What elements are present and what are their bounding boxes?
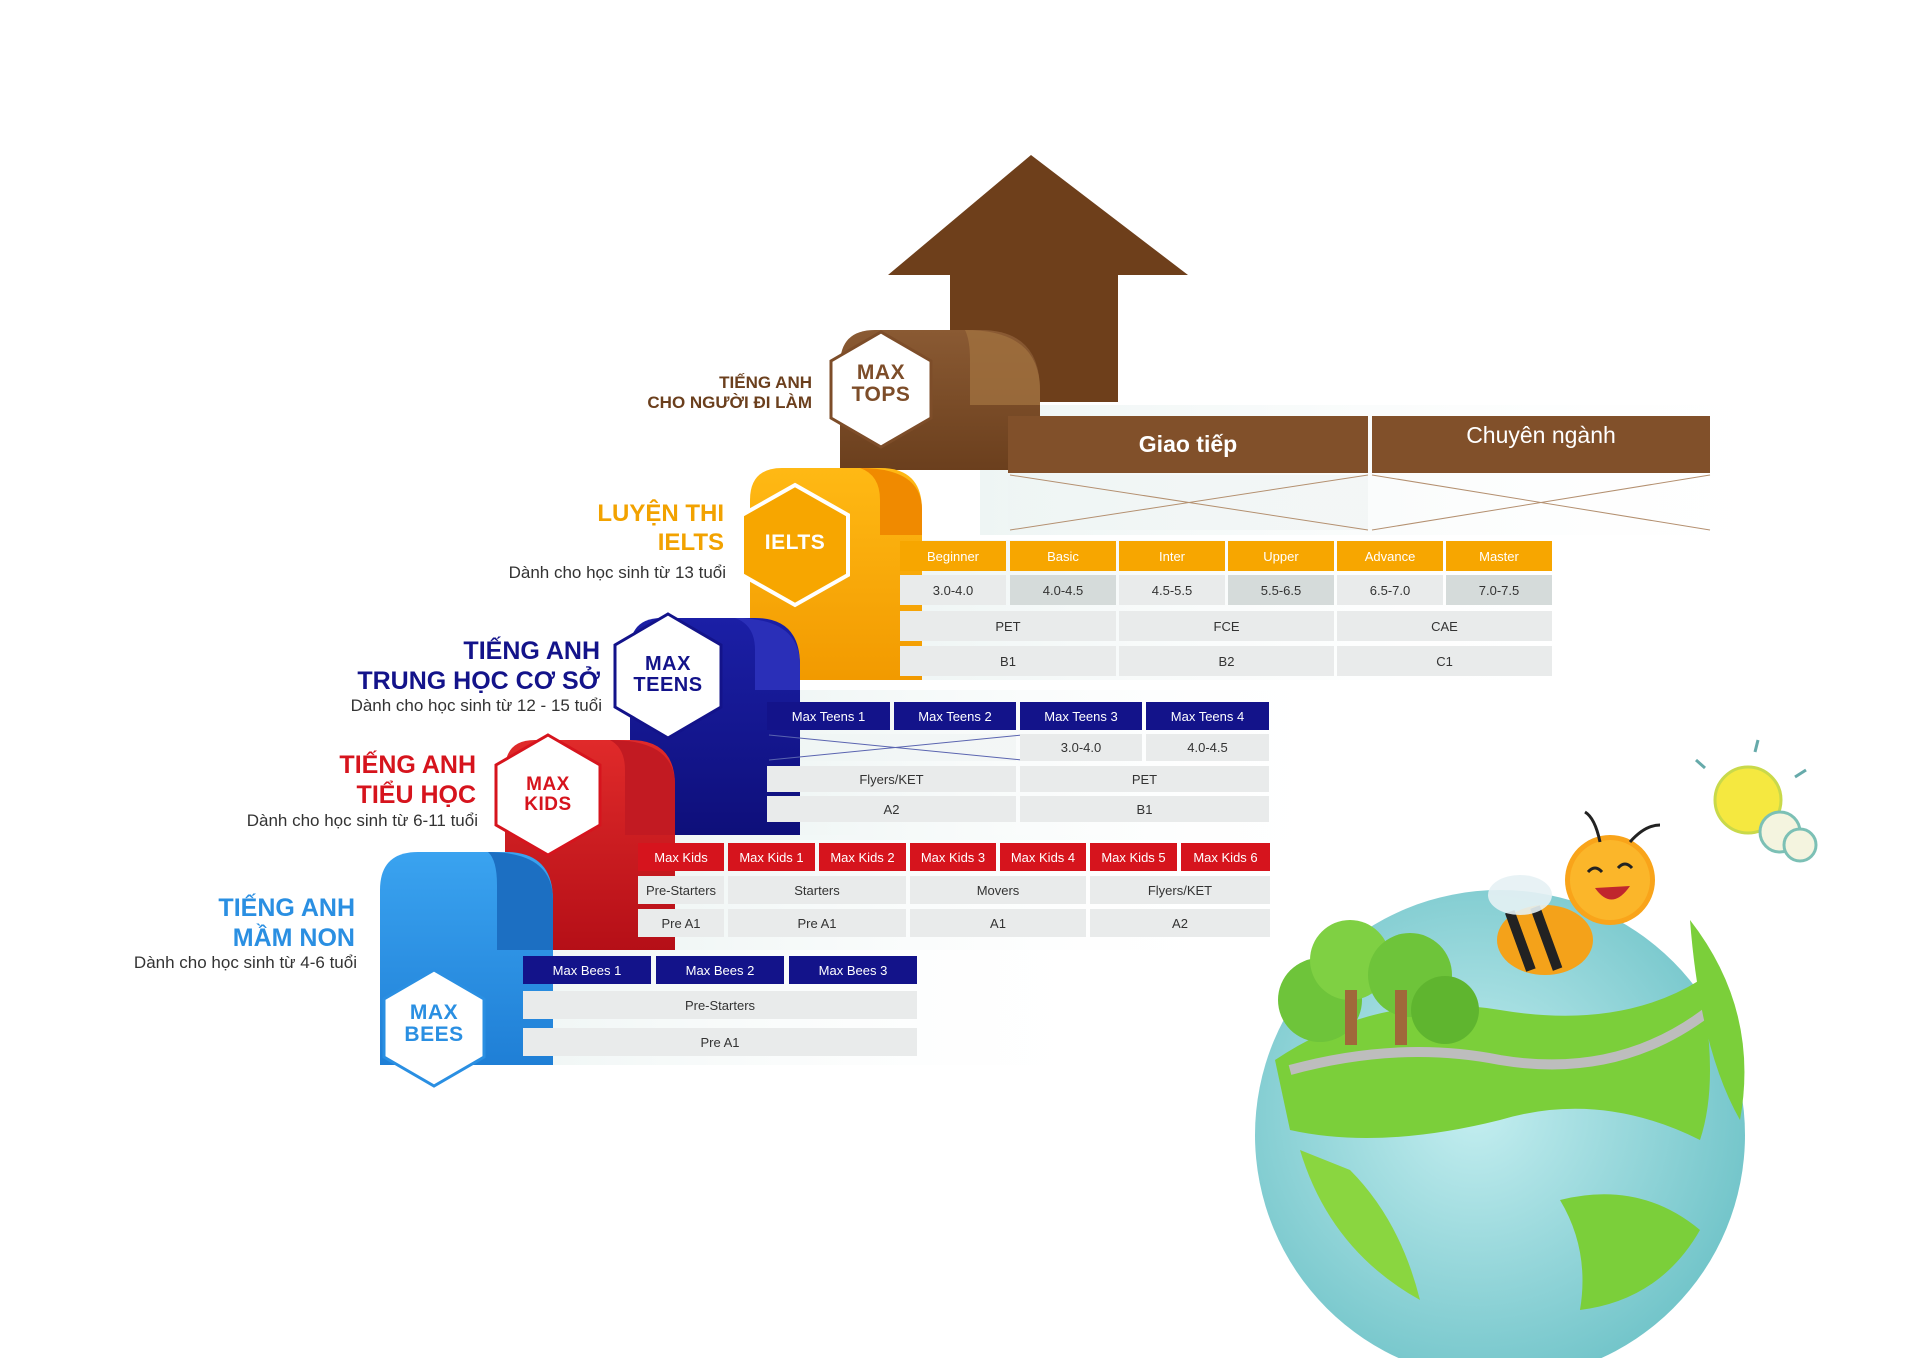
ielts-exam-cell: FCE [1119,611,1334,641]
ielts-subtitle: Dành cho học sinh từ 13 tuổi [508,563,726,582]
kids-header-cell: Max Kids 4 [1000,843,1086,871]
tree-icon [1278,920,1479,1045]
teens-header-cell: Max Teens 4 [1146,702,1269,730]
bees-badge: MAX BEES [404,1001,464,1047]
ielts-exam-cell: CAE [1337,611,1552,641]
bees-cefr-cell: Pre A1 [523,1028,917,1056]
tops-header-specialized: Chuyên ngành [1372,416,1710,473]
ielts-band-cell: 3.0-4.0 [900,575,1006,605]
kids-title: TIẾNG ANH TIỂU HỌC [339,751,476,809]
kids-header-cell: Max Kids [638,843,724,871]
teens-table: Max Teens 1 Max Teens 2 Max Teens 3 Max … [767,702,1269,832]
bee-mascot-icon [1488,810,1661,975]
ielts-header-cell: Upper [1228,541,1334,571]
teens-header-cell: Max Teens 1 [767,702,890,730]
ielts-header-cell: Inter [1119,541,1225,571]
kids-exam-cell: Pre-Starters [638,876,724,904]
bees-hexagon [382,968,486,1088]
ielts-title: LUYỆN THI IELTS [597,500,724,556]
sun-cloud-icon [1695,739,1818,863]
tops-hexagon [829,330,933,449]
teens-cefr-cell: A2 [767,796,1016,822]
bees-subtitle: Dành cho học sinh từ 4-6 tuổi [133,953,357,972]
kids-subtitle: Dành cho học sinh từ 6-11 tuổi [246,811,478,830]
kids-cefr-cell: A1 [910,909,1086,937]
kids-exam-cell: Flyers/KET [1090,876,1270,904]
ielts-header-cell: Master [1446,541,1552,571]
ielts-cefr-cell: B2 [1119,646,1334,676]
teens-hexagon [613,612,723,740]
ielts-exam-cell: PET [900,611,1116,641]
tops-header-communication: Giao tiếp [1008,416,1368,473]
ielts-hexagon [740,482,850,608]
ielts-cefr-cell: C1 [1337,646,1552,676]
ielts-band-cell: 6.5-7.0 [1337,575,1443,605]
teens-cefr-cell: B1 [1020,796,1269,822]
kids-exam-cell: Movers [910,876,1086,904]
teens-badge: MAX TEENS [633,653,703,696]
bees-header-cell: Max Bees 3 [789,956,917,984]
kids-header-cell: Max Kids 6 [1181,843,1270,871]
kids-cefr-cell: Pre A1 [638,909,724,937]
kids-hexagon [494,733,602,857]
kids-header-cell: Max Kids 1 [728,843,815,871]
ielts-header-cell: Basic [1010,541,1116,571]
kids-table: Max Kids Max Kids 1 Max Kids 2 Max Kids … [638,843,1270,943]
ielts-header-cell: Beginner [900,541,1006,571]
bees-header-cell: Max Bees 1 [523,956,651,984]
kids-badge: MAX KIDS [524,774,572,815]
tops-title: TIẾNG ANH CHO NGƯỜI ĐI LÀM [647,373,812,413]
kids-header-cell: Max Kids 3 [910,843,996,871]
kids-header-cell: Max Kids 5 [1090,843,1177,871]
bees-title: TIẾNG ANH MẦM NON [218,894,355,952]
kids-cefr-cell: Pre A1 [728,909,906,937]
tops-badge: MAX TOPS [851,361,911,407]
teens-title: TIẾNG ANH TRUNG HỌC CƠ SỞ [357,637,600,695]
globe-icon [1255,890,1745,1358]
bees-table: Max Bees 1 Max Bees 2 Max Bees 3 Pre-Sta… [523,956,917,1056]
teens-band-cell: 4.0-4.5 [1146,734,1269,761]
kids-header-cell: Max Kids 2 [819,843,906,871]
teens-subtitle: Dành cho học sinh từ 12 - 15 tuổi [350,696,602,715]
teens-exam-cell: Flyers/KET [767,766,1016,792]
ielts-cefr-cell: B1 [900,646,1116,676]
teens-band-cell: 3.0-4.0 [1020,734,1142,761]
kids-exam-cell: Starters [728,876,906,904]
ielts-band-cell: 5.5-6.5 [1228,575,1334,605]
ielts-badge: IELTS [764,531,826,554]
bees-header-cell: Max Bees 2 [656,956,784,984]
kids-cefr-cell: A2 [1090,909,1270,937]
ielts-band-cell: 4.5-5.5 [1119,575,1225,605]
ielts-band-cell: 7.0-7.5 [1446,575,1552,605]
ielts-header-cell: Advance [1337,541,1443,571]
ielts-band-cell: 4.0-4.5 [1010,575,1116,605]
teens-exam-cell: PET [1020,766,1269,792]
ielts-table: Beginner Basic Inter Upper Advance Maste… [900,541,1552,681]
teens-header-cell: Max Teens 2 [894,702,1016,730]
teens-header-cell: Max Teens 3 [1020,702,1142,730]
bees-exam-cell: Pre-Starters [523,991,917,1019]
teens-placeholder-cell [767,734,1016,761]
